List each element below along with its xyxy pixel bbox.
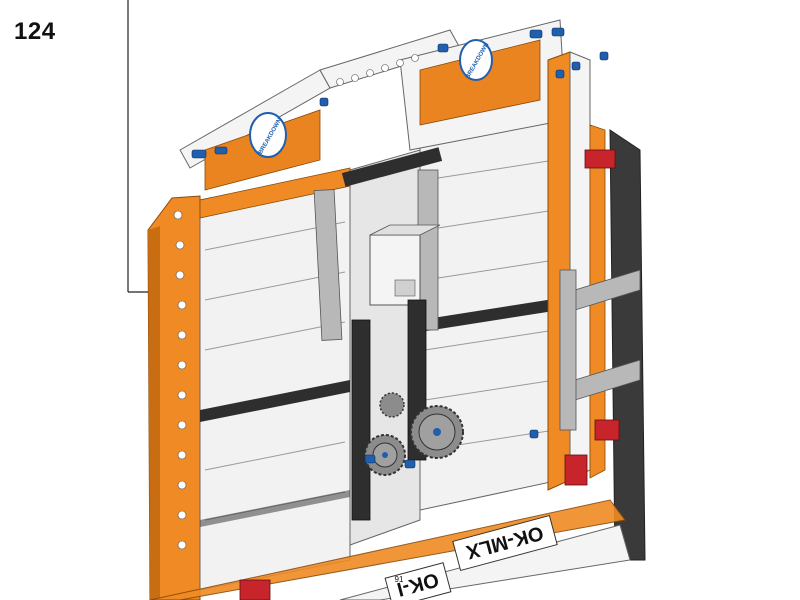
right-side-mechanism [559, 129, 646, 561]
blue-pins [191, 27, 609, 469]
sticker-number: 91 [395, 575, 404, 584]
gears [364, 392, 464, 476]
logo-decal-left: BREAKDOWN [249, 112, 287, 158]
step-number: 124 [14, 18, 56, 45]
logo-decal-right: BREAKDOWN [459, 39, 493, 81]
bottom-bumper: OK-MLX OK-I 91 [149, 499, 631, 600]
left-orange-frame [147, 195, 201, 600]
center-mechanism [313, 147, 443, 521]
